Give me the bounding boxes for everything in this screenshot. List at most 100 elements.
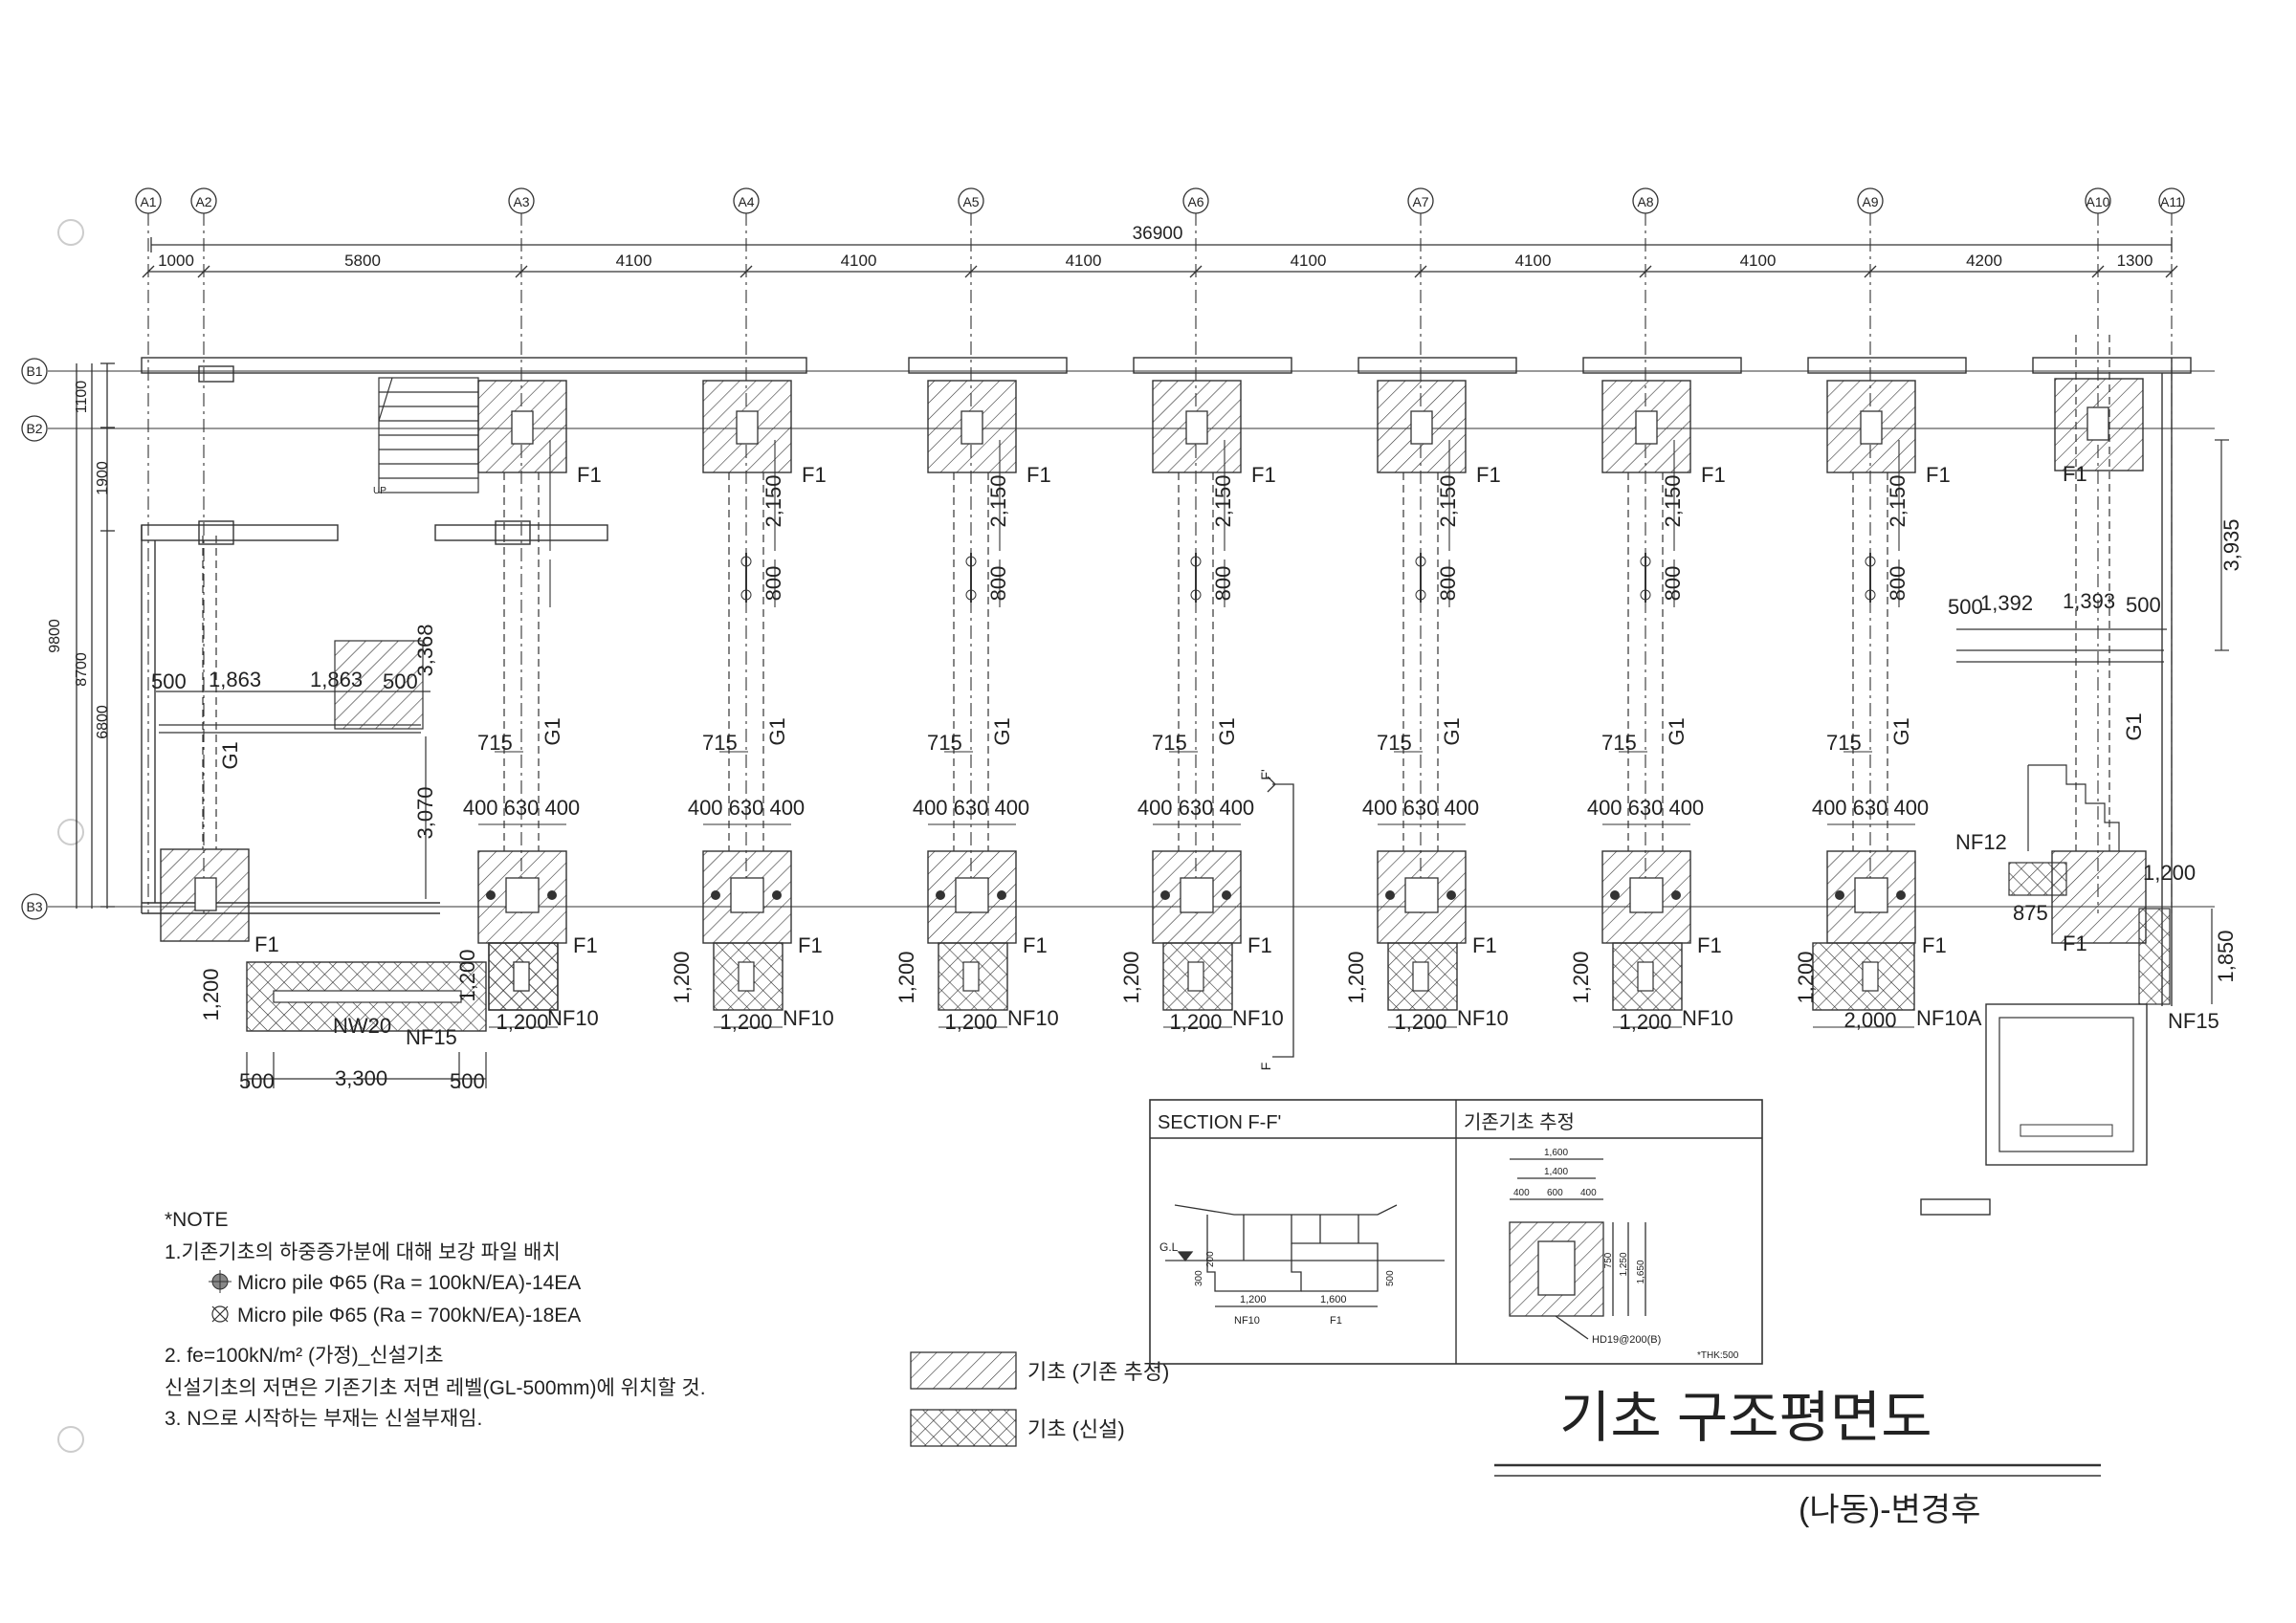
building-outline [141,357,2192,1006]
bay-a3-nf10: 1,200 [488,942,559,1034]
grid-col-label: A6 [1187,194,1203,209]
dim-800: 800 [762,566,785,602]
left-dim-3368: 3,368 [413,624,437,676]
binder-holes [57,219,84,1453]
dim-400-630-400: 400 630 400 [688,796,805,820]
detail-dim-400a: 400 [1513,1188,1530,1198]
legend-new-swatch [910,1409,1017,1447]
right-nf15-label: NF15 [2168,1009,2219,1033]
dim-1200-horizontal: 1,200 [1394,1010,1446,1034]
f1-top-label: F1 [1476,463,1501,487]
nf10-label: NF10 [1682,1006,1733,1030]
nf10-label: NF10 [1232,1006,1284,1030]
f1-bottom-label: F1 [1472,933,1497,957]
dim-715: 715 [1152,731,1187,755]
top-dim-label: 4100 [1066,252,1102,270]
left-dim-500b: 500 [383,669,418,693]
dim-800: 800 [1886,566,1910,602]
note-line-5: 신설기초의 저면은 기존기초 저면 레벨(GL-500mm)에 위치할 것. [165,1377,706,1399]
title-block: 기초 구조평면도 (나동)-변경후 [1494,1387,2101,1528]
grid-bubble [1407,187,1434,214]
top-dim-label: 4100 [1740,252,1777,270]
dim-400-630-400: 400 630 400 [1812,796,1929,820]
left-dim-8700: 8700 [74,652,90,687]
section-left-title: SECTION F-F' [1158,1112,1281,1133]
detail-v-1250: 1,250 [1619,1252,1629,1276]
dim-2150: 2,150 [986,474,1010,527]
nf10a-label: NF10A [1916,1006,1982,1030]
grid-bubble [2085,187,2111,214]
left-dim-9800: 9800 [47,619,63,653]
f1-top-label: F1 [1027,463,1051,487]
left-dim-500d: 500 [450,1069,485,1093]
section-right-title: 기존기초 추정 [1464,1111,1575,1133]
section-mark-top: F' [1258,769,1273,779]
small-marker-box [1920,1198,1991,1216]
overall-dim-label: 36900 [1133,224,1183,244]
dim-800: 800 [1211,566,1235,602]
dim-2150: 2,150 [1661,474,1685,527]
section-label-f1: F1 [1330,1315,1342,1327]
dim-1200-vertical: 1,200 [1569,951,1593,1003]
grid-col-a10: A10 [2085,187,2111,913]
grid-col-a2: A2 [190,187,217,913]
dim-800: 800 [1436,566,1460,602]
left-dim-500a: 500 [151,669,187,693]
right-f1-bottom: F1 [2063,932,2087,955]
section-dim-1200: 1,200 [1240,1294,1267,1305]
nf10-label: NF10 [1007,1006,1059,1030]
dim-2150: 2,150 [1211,474,1235,527]
legend-existing-label: 기초 (기존 추정) [1027,1360,1169,1384]
footing-nf10 [938,942,1008,1011]
dim-1200-horizontal: 1,200 [496,1010,548,1034]
grid-bubble [1182,187,1209,214]
f1-top-label: F1 [1926,463,1951,487]
dim-715: 715 [702,731,738,755]
grid-col-label: A7 [1412,194,1428,209]
top-dim-label: 1300 [2117,252,2153,270]
grid-col-a1: A1 [135,187,162,913]
top-dim-label: 4100 [616,252,652,270]
dim-1200-vertical: 1,200 [894,951,918,1003]
dim-1200-horizontal: 1,200 [1619,1010,1671,1034]
nf10-label: NF10 [1457,1006,1509,1030]
f1-bottom-label: F1 [1922,933,1947,957]
detail-v-1650: 1,650 [1636,1260,1646,1283]
note-line-2: Micro pile Φ65 (Ra = 100kN/EA)-14EA [237,1272,581,1294]
g1-label: G1 [1215,717,1239,745]
left-dim-6800: 6800 [95,705,111,739]
left-dim-1100: 1100 [74,381,90,414]
section-gl: G.L [1159,1240,1179,1254]
right-dim-1850: 1,850 [2214,930,2238,982]
f1-top-label: F1 [802,463,827,487]
grid-row-label: B1 [26,363,42,379]
f1-bottom-label: F1 [1697,933,1722,957]
dim-1200-vertical: 1,200 [670,951,694,1003]
grid-row-label: B2 [26,421,42,436]
f1-top-label: F1 [1701,463,1726,487]
section-v-500: 500 [1385,1270,1396,1286]
detail-rebar: HD19@200(B) [1592,1334,1661,1346]
dim-2150: 2,150 [1436,474,1460,527]
note-line-1: 1.기존기초의 하중증가분에 대해 보강 파일 배치 [165,1241,561,1263]
grid-col-a9: A9 [1857,187,1884,913]
left-dim-1863b: 1,863 [310,668,363,691]
g1-label: G1 [1440,717,1464,745]
detail-dim-1400: 1,400 [1544,1167,1568,1177]
notes-block: *NOTE 1.기존기초의 하중증가분에 대해 보강 파일 배치 Micro p… [165,1209,706,1430]
dim-2150: 2,150 [1886,474,1910,527]
grid-col-a7: A7 [1407,187,1434,913]
grid-col-label: A11 [2160,194,2183,209]
section-cut-mark [1267,776,1294,1058]
right-dim-1200: 1,200 [2143,861,2196,885]
grid-bubble [135,187,162,214]
f1-bottom-label: F1 [573,933,598,957]
right-dim-875: 875 [2013,901,2048,925]
dim-1200-vertical: 1,200 [1344,951,1368,1003]
grid-col-label: A2 [195,194,211,209]
elevator-pit [1985,1003,2148,1166]
